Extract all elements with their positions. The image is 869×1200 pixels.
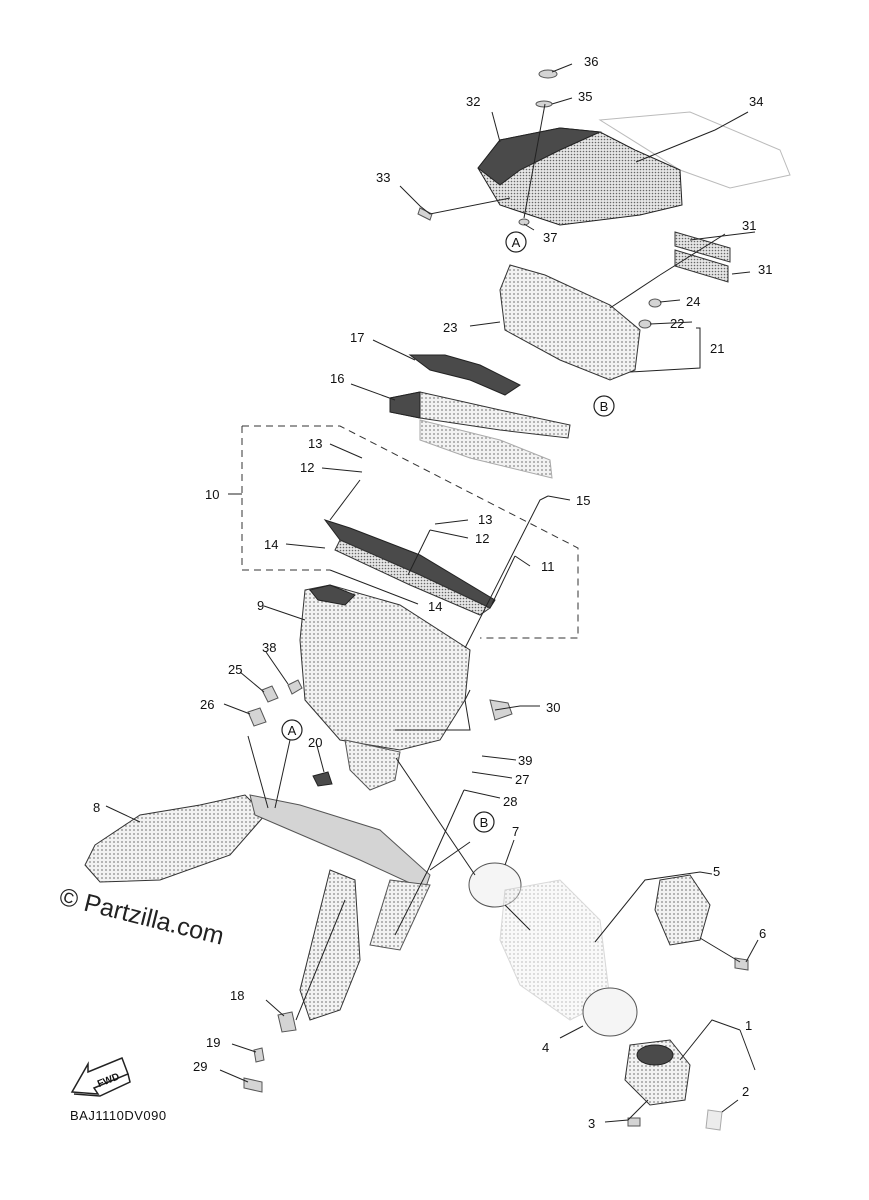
ref-marker-b-top: B [593,395,615,417]
part-25-grommet [261,685,279,703]
callout-5: 5 [713,864,720,879]
part-3-screw [627,1117,641,1127]
part-38-pin [287,679,303,695]
svg-text:B: B [480,815,489,830]
callout-35: 35 [578,89,592,104]
part-lower-duct-rail [369,879,431,951]
callout-1: 1 [745,1018,752,1033]
part-26-collar [247,707,267,727]
part-10-cover-panel [419,419,553,479]
part-20-clip [312,771,333,787]
ref-marker-b-lower: B [473,811,495,833]
callout-11: 11 [541,559,555,574]
part-10-element-mesh [334,539,491,616]
callout-25: 25 [228,662,242,677]
part-19-collar [253,1047,265,1063]
diagram-code: BAJ1110DV090 [70,1108,167,1123]
part-37-bolt [523,103,546,219]
callout-13-upper: 13 [308,436,322,451]
callout-38: 38 [262,640,276,655]
callout-14-left: 14 [264,537,278,552]
callout-32: 32 [466,94,480,109]
part-9-air-box-rim [309,584,356,606]
leader-lines [105,63,759,1123]
part-24-clip [648,298,662,308]
callout-26: 26 [200,697,214,712]
part-23-element-case [499,264,641,381]
callout-23: 23 [443,320,457,335]
part-4-seal-ring [582,987,638,1037]
callout-36: 36 [584,54,598,69]
ref-marker-a-left: A [281,719,303,741]
part-9-air-box-duct [344,739,401,791]
callout-15: 15 [576,493,590,508]
callout-10: 10 [205,487,219,502]
assembly-10-dashed-box [241,425,579,639]
callout-37: 37 [543,230,557,245]
callout-24: 24 [686,294,700,309]
watermark: © Partzilla.com [57,883,227,951]
callout-31-lower: 31 [758,262,772,277]
callout-18: 18 [230,988,244,1003]
callout-28: 28 [503,794,517,809]
callout-27: 27 [515,772,529,787]
svg-text:A: A [288,723,297,738]
callout-8: 8 [93,800,100,815]
callout-2: 2 [742,1084,749,1099]
part-1-joint-mouth [636,1044,674,1066]
callout-labels: 1 2 3 4 5 6 7 8 9 10 11 12 12 13 13 14 1… [93,54,772,1131]
ref-marker-a-top: A [505,231,527,253]
part-2-clamp [705,1109,723,1131]
callout-6: 6 [759,926,766,941]
callout-12-upper: 12 [300,460,314,475]
part-35-washer [535,100,553,108]
callout-7: 7 [512,824,519,839]
part-29-bolt [243,1077,263,1093]
callout-21: 21 [710,341,724,356]
callout-16: 16 [330,371,344,386]
callout-30: 30 [546,700,560,715]
callout-22: 22 [670,316,684,331]
callout-34: 34 [749,94,763,109]
callout-19: 19 [206,1035,220,1050]
callout-33: 33 [376,170,390,185]
callout-9: 9 [257,598,264,613]
part-22-clip [638,319,652,329]
part-17-bracket [408,354,521,396]
callout-39: 39 [518,753,532,768]
callout-3: 3 [588,1116,595,1131]
svg-text:B: B [600,399,609,414]
part-18-grommet [277,1011,297,1033]
callout-29: 29 [193,1059,207,1074]
part-30-clip [489,699,513,721]
part-lower-duct [299,869,361,1021]
part-8-intake-duct [84,794,266,883]
part-9-air-box [299,584,471,751]
part-5-sensor [654,874,711,946]
svg-text:A: A [512,235,521,250]
fwd-arrow-icon: FWD [70,1057,131,1097]
part-16-filter-end [389,391,421,419]
part-37-grommet [518,218,530,226]
callout-13-lower: 13 [478,512,492,527]
callout-17: 17 [350,330,364,345]
callout-31-upper: 31 [742,218,756,233]
callout-12-lower: 12 [475,531,489,546]
part-32-top-cover-face [477,127,602,186]
part-31-foam-strip-b [674,249,729,283]
callout-4: 4 [542,1040,549,1055]
callout-14-lower: 14 [428,599,442,614]
callout-20: 20 [308,735,322,750]
